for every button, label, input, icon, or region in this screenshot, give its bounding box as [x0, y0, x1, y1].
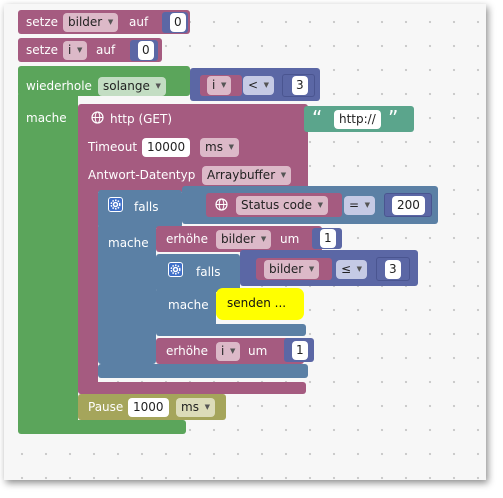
if-status-do-label: mache [108, 236, 149, 250]
loop-condition-variable-dropdown[interactable]: i [207, 76, 232, 95]
http-url-quote-close: ” [388, 106, 399, 130]
http-response-type-dropdown[interactable]: Arraybuffer [202, 166, 292, 185]
http-request-spine [78, 184, 98, 394]
set-bilder-keyword: setze [26, 15, 59, 29]
increase-bilder-by-label: um [280, 232, 300, 246]
pause-keyword: Pause [88, 400, 124, 414]
increase-i-by-label: um [248, 344, 268, 358]
while-loop-mode-dropdown[interactable]: solange [98, 77, 166, 96]
http-url-quote-open: “ [312, 106, 323, 130]
http-url-field[interactable]: http:// [334, 110, 381, 129]
while-loop-spine [18, 92, 78, 432]
set-i-variable-dropdown[interactable]: i [63, 41, 88, 60]
increase-bilder-variable-dropdown[interactable]: bilder [216, 230, 272, 249]
send-function-label: senden ... [227, 296, 287, 310]
http-response-type-label: Antwort-Datentyp [88, 168, 196, 182]
increase-bilder-number-field[interactable]: 1 [320, 229, 336, 248]
status-operator-dropdown[interactable]: = [344, 196, 376, 215]
http-timeout-label: Timeout [88, 140, 138, 154]
gear-icon[interactable] [168, 262, 183, 277]
loop-condition-operator-dropdown[interactable]: < [243, 76, 275, 95]
http-timeout-field[interactable]: 10000 [142, 138, 191, 157]
loop-condition-number-field[interactable]: 3 [292, 76, 308, 95]
http-request-title: http (GET) [110, 112, 173, 126]
set-i-to-label: auf [96, 43, 116, 57]
while-loop-footer [18, 420, 186, 434]
set-bilder-variable-dropdown[interactable]: bilder [63, 13, 119, 32]
increase-i-number-field[interactable]: 1 [292, 341, 308, 360]
set-bilder-number-field[interactable]: 0 [170, 13, 186, 32]
set-i-keyword: setze [26, 43, 59, 57]
if-bilder-do-label: mache [168, 298, 209, 312]
bilder-condition-operator-dropdown[interactable]: ≤ [336, 260, 368, 279]
if-status-spine [98, 224, 156, 364]
pause-value-field[interactable]: 1000 [128, 398, 169, 417]
increase-i-keyword: erhöhe [166, 344, 209, 358]
workspace[interactable]: setze bilder auf 0 setze i auf 0 wiederh… [4, 4, 486, 480]
if-status-keyword: falls [134, 200, 159, 214]
set-i-number-field[interactable]: 0 [138, 41, 154, 60]
globe-icon [90, 110, 105, 125]
http-request-footer [78, 382, 306, 394]
pause-unit-dropdown[interactable]: ms [176, 398, 215, 417]
status-value-field[interactable]: 200 [392, 196, 425, 215]
increase-bilder-keyword: erhöhe [166, 232, 209, 246]
globe-icon [214, 197, 229, 212]
if-bilder-footer [156, 324, 306, 336]
status-code-dropdown[interactable]: Status code [236, 196, 328, 215]
set-bilder-to-label: auf [129, 15, 149, 29]
bilder-condition-variable-dropdown[interactable]: bilder [264, 260, 320, 279]
http-timeout-unit-dropdown[interactable]: ms [200, 138, 239, 157]
if-status-footer [98, 364, 308, 378]
increase-i-variable-dropdown[interactable]: i [216, 342, 241, 361]
send-function-block[interactable] [216, 288, 304, 320]
while-loop-keyword: wiederhole [26, 79, 92, 93]
bilder-condition-number-field[interactable]: 3 [385, 260, 401, 279]
gear-icon[interactable] [108, 197, 123, 212]
while-loop-do-label: mache [26, 111, 67, 125]
if-bilder-keyword: falls [196, 265, 221, 279]
